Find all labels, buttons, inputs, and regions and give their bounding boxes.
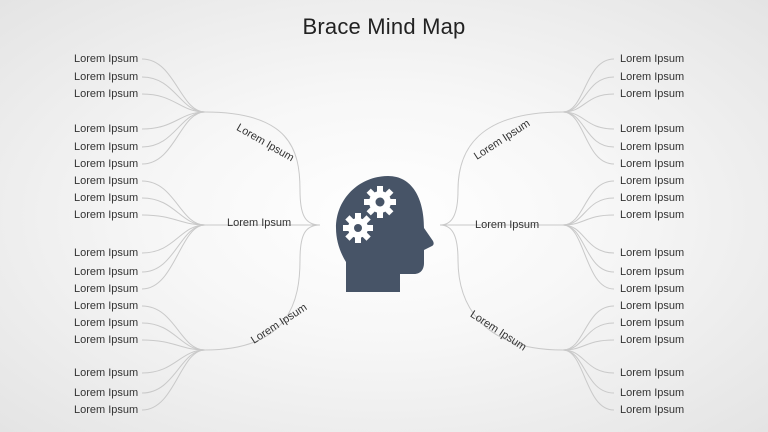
left-leaf-18: Lorem Ipsum	[74, 404, 139, 416]
right-main-brace	[439, 111, 564, 226]
left-leaf-6: Lorem Ipsum	[74, 158, 139, 170]
left-leaf-1: Lorem Ipsum	[74, 53, 139, 65]
right-leaf-11: Lorem Ipsum	[620, 266, 685, 278]
right-connector	[562, 58, 615, 113]
left-leaf-9: Lorem Ipsum	[74, 209, 139, 221]
left-leaf-13: Lorem Ipsum	[74, 300, 139, 312]
head-silhouette	[336, 176, 434, 292]
right-connector	[562, 111, 615, 165]
right-connector	[562, 224, 615, 273]
left-main-brace	[204, 111, 321, 226]
right-leaf-9: Lorem Ipsum	[620, 209, 685, 221]
left-connector	[141, 322, 206, 351]
left-main-brace	[204, 224, 321, 351]
right-leaf-12: Lorem Ipsum	[620, 283, 685, 295]
left-connector	[141, 349, 206, 374]
right-connector	[562, 93, 615, 113]
left-connector	[141, 58, 206, 113]
right-connector	[562, 214, 615, 226]
left-connector	[141, 224, 206, 273]
gear-small-icon	[343, 213, 373, 243]
left-leaf-5: Lorem Ipsum	[74, 141, 139, 153]
left-leaf-12: Lorem Ipsum	[74, 283, 139, 295]
left-connector	[141, 349, 206, 411]
right-connector	[562, 339, 615, 351]
left-connector	[141, 180, 206, 226]
left-connector	[141, 197, 206, 226]
left-leaf-8: Lorem Ipsum	[74, 192, 139, 204]
left-leaf-15: Lorem Ipsum	[74, 334, 139, 346]
left-connector	[141, 305, 206, 351]
right-leaf-16: Lorem Ipsum	[620, 367, 685, 379]
right-leaf-10: Lorem Ipsum	[620, 247, 685, 259]
right-connector	[562, 322, 615, 351]
right-leaf-7: Lorem Ipsum	[620, 175, 685, 187]
left-leaf-11: Lorem Ipsum	[74, 266, 139, 278]
right-leaf-18: Lorem Ipsum	[620, 404, 685, 416]
left-leaf-10: Lorem Ipsum	[74, 247, 139, 259]
right-leaf-8: Lorem Ipsum	[620, 192, 685, 204]
right-leaf-6: Lorem Ipsum	[620, 158, 685, 170]
right-connector	[562, 197, 615, 226]
left-leaf-16: Lorem Ipsum	[74, 367, 139, 379]
gear-large-icon	[364, 186, 396, 218]
right-connector	[562, 111, 615, 148]
page-title: Brace Mind Map	[302, 14, 466, 39]
left-leaf-2: Lorem Ipsum	[74, 71, 139, 83]
right-leaf-14: Lorem Ipsum	[620, 317, 685, 329]
head-with-gears-icon	[336, 176, 434, 292]
left-leaf-7: Lorem Ipsum	[74, 175, 139, 187]
right-connector	[562, 180, 615, 226]
right-connector	[562, 224, 615, 290]
right-leaf-1: Lorem Ipsum	[620, 53, 685, 65]
right-leaf-13: Lorem Ipsum	[620, 300, 685, 312]
left-connector	[141, 214, 206, 226]
left-leaf-3: Lorem Ipsum	[74, 88, 139, 100]
right-leaf-17: Lorem Ipsum	[620, 387, 685, 399]
left-connector	[141, 224, 206, 290]
left-connector	[141, 111, 206, 165]
left-leaf-17: Lorem Ipsum	[74, 387, 139, 399]
right-connector	[562, 224, 615, 254]
branch-right-middle: Lorem Ipsum	[475, 219, 540, 231]
right-leaf-2: Lorem Ipsum	[620, 71, 685, 83]
right-main-brace	[439, 224, 564, 351]
right-leaf-15: Lorem Ipsum	[620, 334, 685, 346]
left-leaf-4: Lorem Ipsum	[74, 123, 139, 135]
left-connector	[141, 224, 206, 254]
branch-left-middle: Lorem Ipsum	[227, 217, 292, 229]
left-connector	[141, 339, 206, 351]
left-connector	[141, 93, 206, 113]
left-leaf-14: Lorem Ipsum	[74, 317, 139, 329]
left-connector	[141, 349, 206, 394]
right-leaf-3: Lorem Ipsum	[620, 88, 685, 100]
right-connector	[562, 305, 615, 351]
right-connector	[562, 349, 615, 411]
right-leaf-4: Lorem Ipsum	[620, 123, 685, 135]
right-leaf-5: Lorem Ipsum	[620, 141, 685, 153]
